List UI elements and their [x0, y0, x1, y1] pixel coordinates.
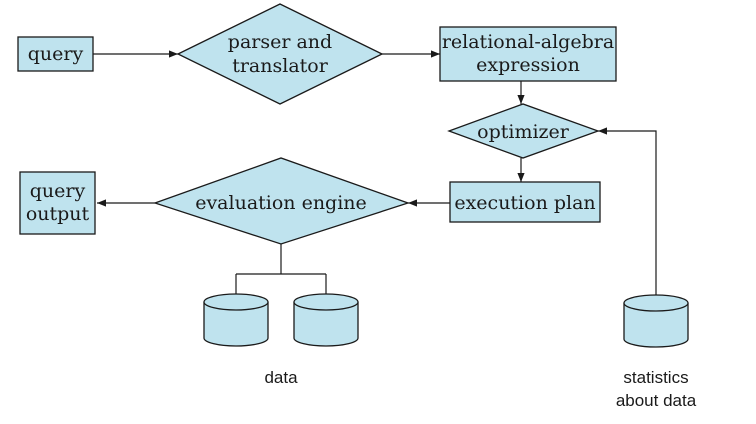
parser-label-line1: parser and [228, 31, 332, 53]
query-node-label: query [28, 43, 84, 65]
execution-plan-node: execution plan [449, 181, 601, 223]
query-output-node: query output [19, 171, 96, 235]
data-store-left [203, 293, 269, 347]
evaluation-label: evaluation engine [195, 192, 367, 214]
statistics-label-line2: about data [616, 391, 697, 410]
parser-label-line2: translator [232, 55, 329, 77]
output-label-line1: query [30, 180, 86, 202]
parser-translator-node: parser and translator [176, 3, 384, 105]
data-label: data [264, 368, 298, 387]
statistics-label-line1: statistics [623, 368, 688, 387]
edges [93, 50, 657, 295]
output-label-line2: output [26, 203, 90, 225]
relational-label-line1: relational-algebra [442, 31, 614, 53]
relational-algebra-node: relational-algebra expression [439, 26, 617, 82]
edge-statistics-to-optimizer [598, 127, 657, 295]
relational-label-line2: expression [476, 54, 580, 76]
evaluation-engine-node: evaluation engine [152, 157, 411, 245]
statistics-store [623, 294, 689, 348]
optimizer-label: optimizer [477, 121, 570, 143]
optimizer-node: optimizer [447, 103, 600, 159]
data-store-right [293, 293, 359, 347]
query-node: query [17, 36, 94, 72]
execution-label: execution plan [454, 192, 595, 214]
